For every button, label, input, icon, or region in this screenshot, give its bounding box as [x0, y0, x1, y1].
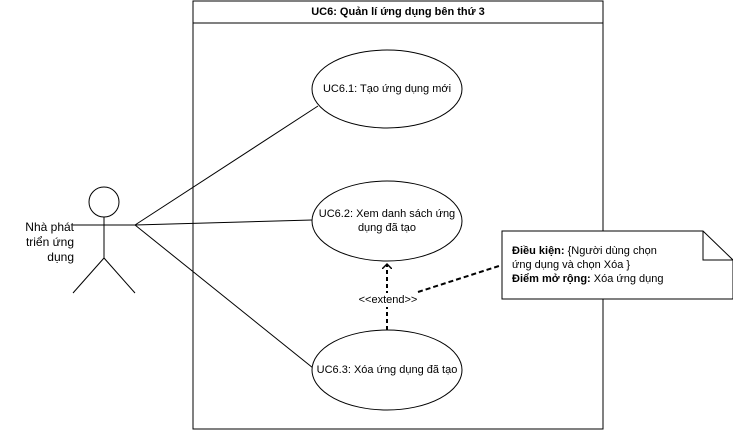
association-uc61: [134, 105, 319, 226]
note-extension-key: Điểm mở rộng:: [512, 273, 591, 285]
note-condition-continued: ứng dụng và chọn Xóa }: [512, 259, 631, 271]
note-extension-line: Điểm mở rộng: Xóa ứng dụng: [512, 272, 702, 286]
association-uc63: [134, 224, 319, 373]
use-case-label-uc63: UC6.3: Xóa ứng dụng đã tạo: [316, 364, 458, 376]
system-title: UC6: Quản lí ứng dụng bên thứ 3: [311, 6, 485, 18]
use-case-label-uc61: UC6.1: Tạo ứng dụng mới: [322, 83, 452, 95]
note-shape: [501, 230, 733, 300]
actor-label: Nhà phát triển ứng dụng: [25, 220, 74, 264]
association-uc62: [134, 219, 313, 226]
note-condition-line: Điều kiện: {Người dùng chọn: [512, 244, 702, 258]
note-fold: [702, 231, 733, 261]
use-case-uc61: [311, 49, 463, 129]
extend-label: <<extend>>: [338, 293, 438, 307]
note-condition-key: Điều kiện:: [512, 245, 565, 257]
use-case-label-uc62: UC6.2: Xem danh sách ứng dụng đã tạo: [318, 208, 456, 234]
actor-stick-figure: [72, 186, 136, 294]
use-case-uc62: [311, 180, 463, 262]
note-anchor-line: [417, 264, 503, 293]
note-extension-value: Xóa ứng dụng: [590, 273, 664, 285]
note-text: Điều kiện: {Người dùng chọn ứng dụng và …: [512, 244, 702, 286]
note-condition-value: {Người dùng chọn: [564, 245, 657, 257]
